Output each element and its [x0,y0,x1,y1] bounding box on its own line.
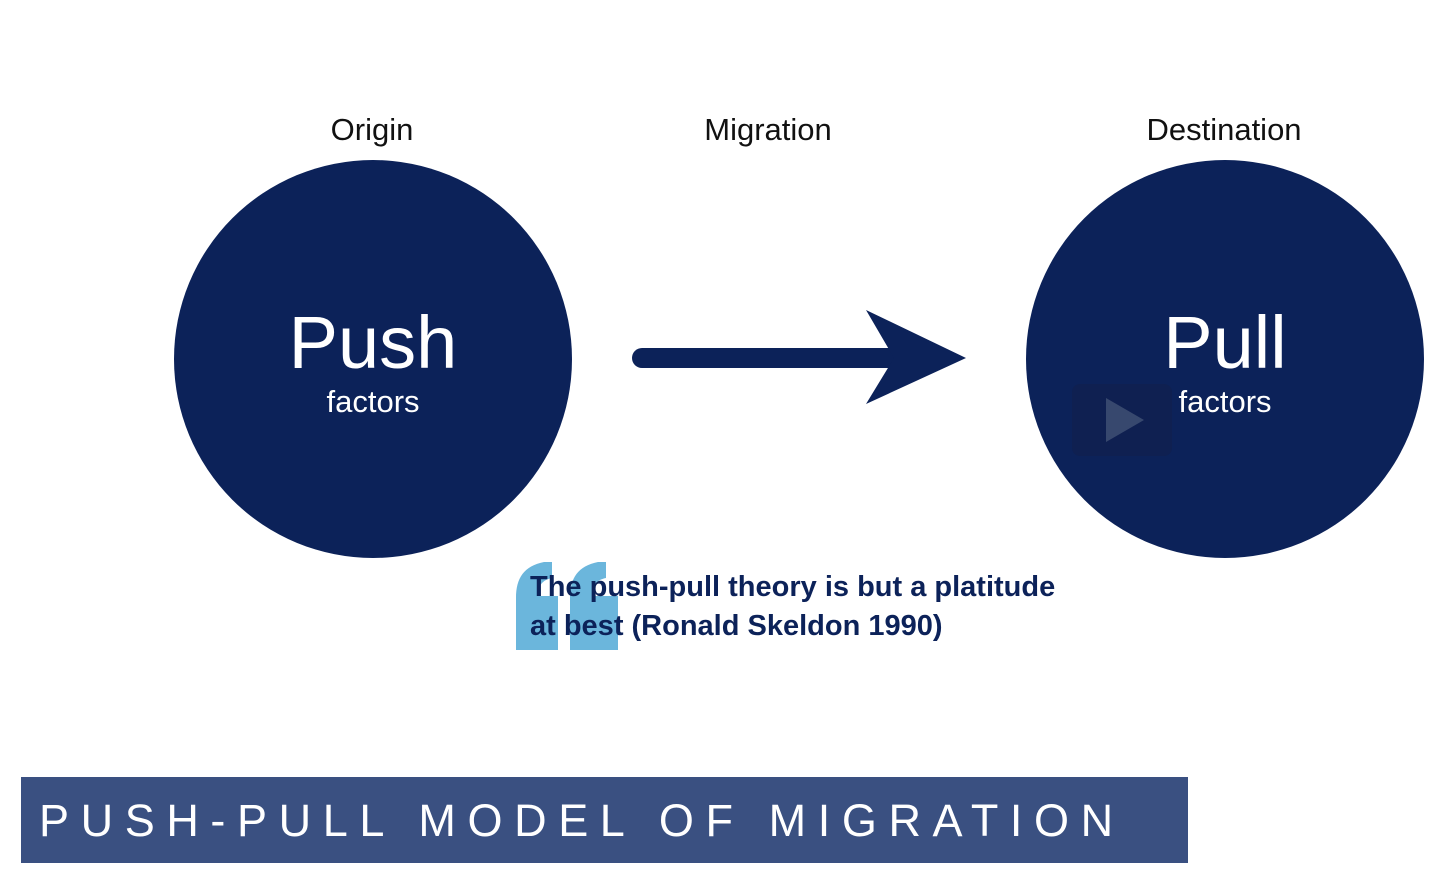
quote-line-1: The push-pull theory is but a platitude [530,571,1056,603]
play-button[interactable] [1072,384,1172,456]
quote-text: The push-pull theory is but a platitude … [530,568,1150,646]
push-subtitle: factors [326,384,420,419]
destination-label: Destination [1146,112,1302,147]
push-circle: Push factors [174,160,572,558]
migration-label: Migration [704,112,832,147]
quote-mark-icon [516,562,618,650]
pull-subtitle: factors [1178,384,1272,419]
pull-title: Pull [1163,301,1287,384]
push-title: Push [288,301,458,384]
title-banner: PUSH-PULL MODEL OF MIGRATION [21,777,1188,863]
arrow-right-icon [632,310,966,404]
banner-title: PUSH-PULL MODEL OF MIGRATION [39,795,1125,846]
play-icon [1106,398,1144,442]
quote-line-2: at best (Ronald Skeldon 1990) [530,610,943,642]
pull-circle: Pull factors [1026,160,1424,558]
origin-label: Origin [330,112,414,147]
